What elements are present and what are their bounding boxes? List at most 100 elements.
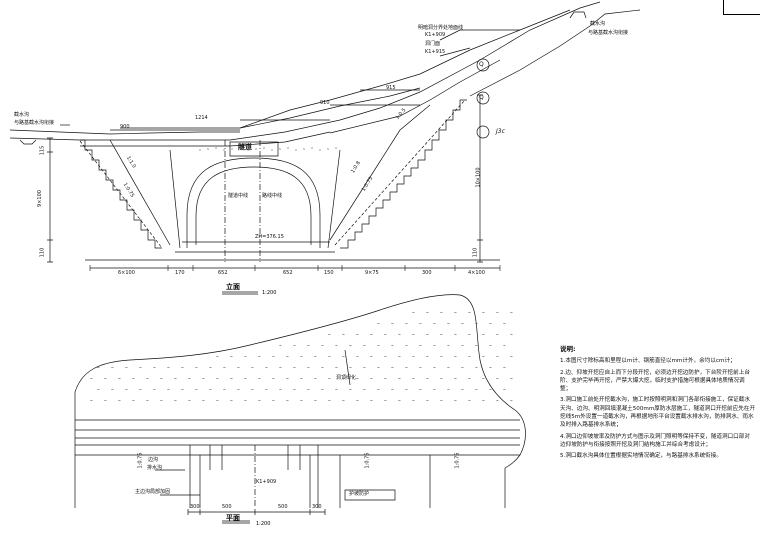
vegetation-mark: ‴ xyxy=(461,345,464,351)
vegetation-mark: ‴ xyxy=(482,400,485,406)
vegetation-mark: ‴ xyxy=(307,367,310,373)
vegetation-mark: ‴ xyxy=(223,367,226,373)
plan-culvert-label: 主边沟局部加固 xyxy=(135,489,171,495)
ditch-left-label-1: 截水沟 xyxy=(14,112,30,118)
vegetation-mark: ‴ xyxy=(174,378,177,384)
note-item-4: 4.洞口边仰坡坡率及防护方式与图示及洞门照明等保持不变，隧道洞口口部对边仰坡防护… xyxy=(560,433,750,448)
vegetation-mark: ‴ xyxy=(328,400,331,406)
vegetation-mark: ‴ xyxy=(125,367,128,373)
vegetation-mark: ‴ xyxy=(440,400,443,406)
portal-marker-chainage: K1+915 xyxy=(425,49,446,55)
vegetation-mark: ‴ xyxy=(300,356,303,362)
vegetation-mark: ‴ xyxy=(454,334,457,340)
vegetation-mark: ‴ xyxy=(468,334,471,340)
vegetation-mark: ‴ xyxy=(118,400,121,406)
ground-line-chainage: K1+909 xyxy=(425,32,446,38)
right-slope-steps xyxy=(340,99,467,249)
plan-outline xyxy=(74,294,526,508)
vegetation-mark: ‴ xyxy=(489,345,492,351)
rock-symbol-2 xyxy=(476,91,490,105)
vegetation-mark: ‴ xyxy=(412,334,415,340)
vegetation-mark: ‴ xyxy=(181,367,184,373)
dim-top-3: 910 xyxy=(320,100,330,106)
vegetation-mark: ‴ xyxy=(503,389,506,395)
note-item-1: 1.本图尺寸除标高和里程以m计、钢筋直径以mm计外，余均以cm计； xyxy=(560,358,736,365)
dim-bottom-6: 9×75 xyxy=(365,270,379,276)
vegetation-mark: ‴ xyxy=(384,400,387,406)
vegetation-mark: ‴ xyxy=(391,323,394,329)
vegetation-mark: ‴ xyxy=(97,389,100,395)
vegetation-mark: ‴ xyxy=(181,389,184,395)
vegetation-mark: ‴ xyxy=(104,400,107,406)
vegetation-mark: ‴ xyxy=(90,400,93,406)
vegetation-mark: ‴ xyxy=(454,400,457,406)
vegetation-mark: ‴ xyxy=(496,334,499,340)
tunnel-arch-outer xyxy=(186,157,321,248)
portal-marker-label: 洞门面 xyxy=(425,41,441,47)
slope-hatch-dot xyxy=(335,147,337,149)
vegetation-mark: ‴ xyxy=(286,356,289,362)
vegetation-mark: ‴ xyxy=(209,389,212,395)
vegetation-mark: ‴ xyxy=(377,367,380,373)
vegetation-mark: ‴ xyxy=(251,389,254,395)
plan-dim-1: 300 xyxy=(190,504,200,510)
plan-protect-label: 护坡防护 xyxy=(349,491,370,497)
vegetation-mark: ‴ xyxy=(216,378,219,384)
vegetation-mark: ‴ xyxy=(468,400,471,406)
dim-vert-right-1: 10×100 xyxy=(475,167,482,188)
vegetation-mark: ‴ xyxy=(153,367,156,373)
note-item-5: 5.洞口截水沟具体位置根据实地情况确定，与路基排水系统衔接。 xyxy=(560,453,722,460)
vegetation-mark: ‴ xyxy=(412,312,415,318)
vegetation-mark: ‴ xyxy=(321,345,324,351)
vegetation-mark: ‴ xyxy=(342,334,345,340)
vegetation-mark: ‴ xyxy=(419,323,422,329)
vegetation-mark: ‴ xyxy=(384,378,387,384)
vegetation-mark: ‴ xyxy=(244,356,247,362)
vegetation-mark: ‴ xyxy=(237,389,240,395)
vegetation-mark: ‴ xyxy=(419,345,422,351)
slope-hatch-dot xyxy=(207,148,209,150)
vegetation-mark: ‴ xyxy=(412,356,415,362)
vegetation-mark: ‴ xyxy=(370,400,373,406)
vegetation-mark: ‴ xyxy=(328,378,331,384)
vegetation-mark: ‴ xyxy=(461,367,464,373)
vegetation-mark: ‴ xyxy=(307,389,310,395)
slope-hatch-dot xyxy=(295,149,297,151)
vegetation-mark: ‴ xyxy=(279,367,282,373)
vegetation-mark: ‴ xyxy=(356,334,359,340)
plan-dim-2: 500 xyxy=(222,504,232,510)
slope-hatch-dot xyxy=(327,148,329,150)
vegetation-mark: ‴ xyxy=(307,345,310,351)
vegetation-mark: ‴ xyxy=(426,378,429,384)
vegetation-mark: ‴ xyxy=(132,378,135,384)
vegetation-mark: ‴ xyxy=(454,356,457,362)
plan-grass-label: 洞顶绿化 xyxy=(336,375,357,381)
vegetation-mark: ‴ xyxy=(216,356,219,362)
vegetation-mark: ‴ xyxy=(328,334,331,340)
vegetation-mark: ‴ xyxy=(321,367,324,373)
vegetation-mark: ‴ xyxy=(160,400,163,406)
plan-scale: 1:200 xyxy=(256,521,271,527)
vegetation-mark: ‴ xyxy=(475,367,478,373)
vegetation-mark: ‴ xyxy=(433,323,436,329)
vegetation-mark: ‴ xyxy=(300,378,303,384)
slope-hatch-dot xyxy=(279,148,281,150)
vegetation-mark: ‴ xyxy=(482,356,485,362)
vegetation-mark: ‴ xyxy=(202,400,205,406)
plan-dim-3: 500 xyxy=(278,504,288,510)
elevation-slope-hatch xyxy=(199,147,337,151)
vegetation-mark: ‴ xyxy=(321,389,324,395)
plan-slope-a: 1:0.75 xyxy=(137,452,144,469)
vegetation-mark: ‴ xyxy=(377,345,380,351)
vegetation-mark: ‴ xyxy=(216,400,219,406)
vegetation-mark: ‴ xyxy=(188,378,191,384)
plan-edge-label: 边沟 xyxy=(148,457,159,463)
vegetation-mark: ‴ xyxy=(510,400,513,406)
vegetation-mark: ‴ xyxy=(230,400,233,406)
vegetation-mark: ‴ xyxy=(496,312,499,318)
dim-bottom-1: 6×100 xyxy=(118,270,135,276)
vegetation-mark: ‴ xyxy=(342,400,345,406)
portal-top xyxy=(80,1,601,141)
vegetation-mark: ‴ xyxy=(475,345,478,351)
